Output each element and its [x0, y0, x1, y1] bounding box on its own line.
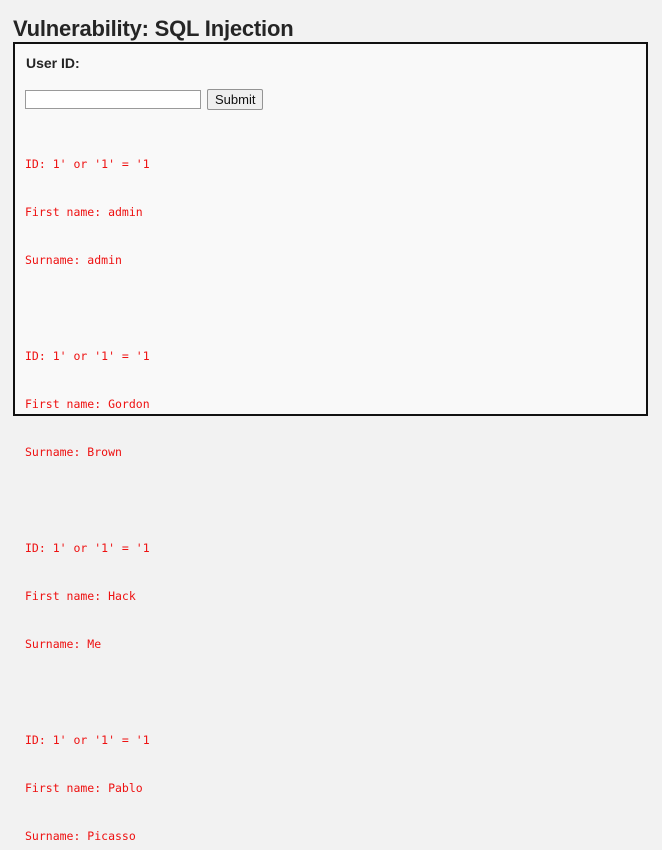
result-id-line: ID: 1' or '1' = '1 — [25, 157, 150, 171]
result-id-line: ID: 1' or '1' = '1 — [25, 733, 150, 747]
sql-injection-form: Submit — [25, 89, 264, 110]
query-results-list: ID: 1' or '1' = '1 First name: admin Sur… — [25, 124, 640, 850]
result-first-name-line: First name: Gordon — [25, 397, 150, 411]
result-id-line: ID: 1' or '1' = '1 — [25, 541, 150, 555]
vulnerability-panel: User ID: Submit ID: 1' or '1' = '1 First… — [13, 42, 648, 843]
result-record: ID: 1' or '1' = '1 First name: Pablo Sur… — [25, 700, 640, 850]
page-title: Vulnerability: SQL Injection — [13, 15, 294, 41]
result-first-name-line: First name: Pablo — [25, 781, 143, 795]
result-record: ID: 1' or '1' = '1 First name: Hack Surn… — [25, 508, 640, 684]
result-record: ID: 1' or '1' = '1 First name: admin Sur… — [25, 124, 640, 300]
user-id-input[interactable] — [25, 90, 201, 109]
user-id-label: User ID: — [26, 55, 80, 71]
result-first-name-line: First name: admin — [25, 205, 143, 219]
result-record: ID: 1' or '1' = '1 First name: Gordon Su… — [25, 316, 640, 492]
result-first-name-line: First name: Hack — [25, 589, 136, 603]
submit-button[interactable]: Submit — [207, 89, 264, 110]
result-surname-line: Surname: admin — [25, 253, 122, 267]
result-surname-line: Surname: Picasso — [25, 829, 136, 843]
result-surname-line: Surname: Brown — [25, 445, 122, 459]
result-surname-line: Surname: Me — [25, 637, 102, 651]
result-id-line: ID: 1' or '1' = '1 — [25, 349, 150, 363]
